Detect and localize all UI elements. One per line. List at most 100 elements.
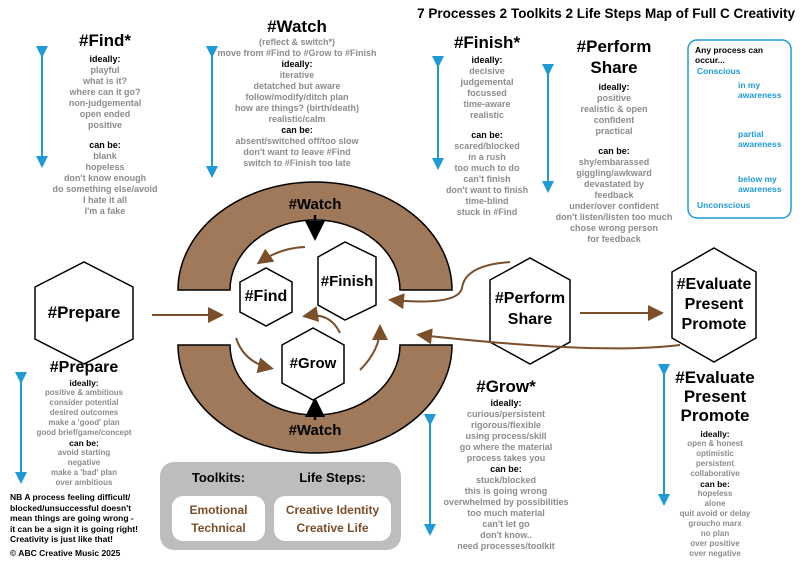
list-item: detatched but aware <box>253 81 341 91</box>
list-item: in a rush <box>468 152 506 162</box>
prepare-canbe-label: can be: <box>69 438 99 448</box>
evaluate-heading-line: Promote <box>680 406 750 425</box>
evaluate-canbe-label: can be: <box>700 479 730 489</box>
watch-arc-bottom <box>177 344 453 454</box>
perform-heading: #Perform Share <box>550 36 678 78</box>
page-title: 7 Processes 2 Toolkits 2 Life Steps Map … <box>417 6 795 21</box>
perform-heading-line1: #Perform <box>576 37 652 56</box>
note-line: NB A process feeling difficult/ <box>10 492 131 502</box>
list-item: over ambitious <box>55 478 113 487</box>
list-item: focussed <box>467 88 507 98</box>
watch-bottom-label: #Watch <box>288 422 342 439</box>
grow-ideally-list: curious/persistent rigorous/flexible usi… <box>436 409 576 464</box>
list-item: over positive <box>690 539 740 548</box>
grow-heading: #Grow* <box>476 377 536 396</box>
list-item: positive & ambitious <box>44 388 124 397</box>
finish-ideally-list: decisive judgemental focussed time-aware… <box>428 66 546 121</box>
find-canbe-list: blank hopeless don't know enough do some… <box>50 151 160 217</box>
prepare-canbe-list: avoid starting negative make a 'bad' pla… <box>28 448 140 488</box>
prepare-heading: #Prepare <box>49 359 119 376</box>
list-item: open & honest <box>687 439 743 448</box>
watch-top-label: #Watch <box>288 196 342 213</box>
list-item: desired outcomes <box>49 408 119 417</box>
arrow-grow-to-find <box>302 306 341 334</box>
copyright: © ABC Creative Music 2025 <box>10 548 121 558</box>
finish-label: #Finish <box>320 273 374 290</box>
list-item: feedback <box>594 190 634 200</box>
list-item: overwhelmed by possibilities <box>443 497 569 507</box>
list-item: hopeless <box>697 489 733 498</box>
note-line: mean things are going wrong - <box>10 513 134 523</box>
list-item: make a 'good' plan <box>48 418 120 427</box>
list-item: rigorous/flexible <box>470 420 541 430</box>
toolkit-inner-box <box>172 496 265 541</box>
list-item: positive <box>87 120 122 130</box>
perform-panel: #Perform Share ideally: positive realist… <box>550 36 678 245</box>
list-item: what is it? <box>82 76 127 86</box>
evaluate-label: #Evaluate Present Promote <box>666 275 762 335</box>
list-item: confident <box>593 115 635 125</box>
list-item: I hate it all <box>82 195 127 205</box>
evaluate-label-line2: Present <box>684 296 744 313</box>
prepare-label: #Prepare <box>47 303 121 322</box>
grow-label: #Grow <box>289 355 337 372</box>
list-item: negative <box>67 458 101 467</box>
finish-heading: #Finish* <box>453 33 521 52</box>
find-panel: #Find* ideally: playful what is it? wher… <box>50 30 160 217</box>
list-item: non-judgemental <box>68 98 142 108</box>
awareness-in-my-line1: in my <box>738 80 761 90</box>
list-item: too much material <box>467 508 545 518</box>
list-item: collaborative <box>690 469 740 478</box>
list-item: hopeless <box>85 162 125 172</box>
toolkit-items: Emotional Technical <box>172 501 265 537</box>
list-item: using process/skill <box>465 431 547 441</box>
list-item: devastated by <box>583 179 645 189</box>
watch-arc-top <box>177 181 453 291</box>
awareness-in-my-line2: awareness <box>738 90 782 100</box>
list-item: realistic <box>469 110 505 120</box>
awareness-title: Any process can occur... <box>695 45 787 65</box>
watch-sub-line: (reflect & switch*) <box>258 37 336 47</box>
list-item: giggling/awkward <box>576 168 652 178</box>
list-item: too much to do <box>454 163 520 173</box>
list-item: go where the material <box>459 442 553 452</box>
awareness-box <box>687 39 792 219</box>
list-item: time-aware <box>463 99 511 109</box>
grow-canbe-label: can be: <box>490 464 522 474</box>
watch-ideally-label: ideally: <box>281 59 313 69</box>
watch-sub: (reflect & switch*) move from #Find to #… <box>217 37 376 59</box>
list-item: curious/persistent <box>466 409 546 419</box>
note-line: Creativity is just like that! <box>10 534 113 544</box>
list-item: optimistic <box>696 449 734 458</box>
perform-label-line2: Share <box>507 311 553 328</box>
list-item: make a 'bad' plan <box>50 468 118 477</box>
awareness-partial-line1: partial <box>738 129 764 139</box>
list-item: no plan <box>700 529 730 538</box>
evaluate-panel: #Evaluate Present Promote ideally: open … <box>660 368 770 559</box>
lifestep-items: Creative Identity Creative Life <box>274 501 391 537</box>
evaluate-heading-line: #Evaluate <box>675 368 755 387</box>
list-item: consider potential <box>49 398 119 407</box>
prepare-ideally-list: positive & ambitious consider potential … <box>28 388 140 438</box>
list-item: where can it go? <box>69 87 141 97</box>
list-item: don't listen/listen too much <box>555 212 673 222</box>
toolkit-item: Emotional <box>189 503 248 517</box>
list-item: iterative <box>279 70 315 80</box>
note-text: NB A process feeling difficult/ blocked/… <box>10 492 170 545</box>
perform-label: #Perform Share <box>485 288 575 330</box>
perform-label-line1: #Perform <box>494 290 566 307</box>
list-item: good brief/game/concept <box>36 428 132 437</box>
watch-canbe-label: can be: <box>281 125 313 135</box>
list-item: under/over confident <box>569 201 659 211</box>
lifesteps-inner-box <box>274 496 391 541</box>
evaluate-canbe-list: hopeless alone quit avoid or delay grouc… <box>660 489 770 559</box>
note-line: it can be a sign it is going right! <box>10 523 138 534</box>
prepare-hexagon <box>34 261 134 365</box>
evaluate-ideally-label: ideally: <box>700 429 730 439</box>
list-item: need processes/toolkit <box>457 541 555 551</box>
list-item: don't know.. <box>480 530 532 540</box>
note-line: blocked/unsuccessful doesn't <box>10 502 132 513</box>
finish-ideally-label: ideally: <box>471 55 503 65</box>
finish-canbe-list: scared/blocked in a rush too much to do … <box>428 141 546 218</box>
grow-hexagon <box>281 327 345 401</box>
